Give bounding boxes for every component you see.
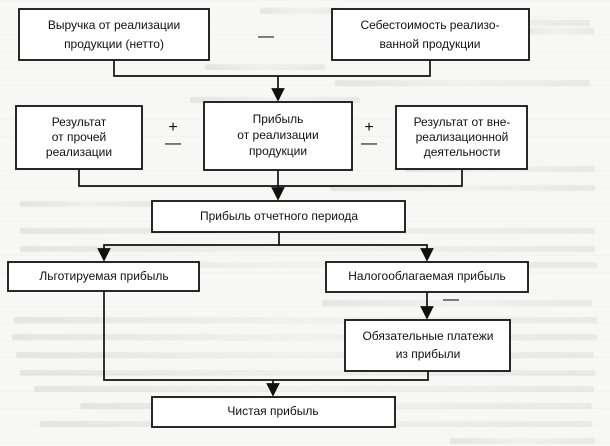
arrow-to-preferential-profit: [97, 232, 280, 262]
left-plus-operator: +: [168, 119, 177, 136]
right-to-net-profit-line: [273, 371, 429, 381]
non-sales-line-2: реализационной: [416, 130, 509, 144]
sales-profit-line-2: от реализации: [237, 128, 318, 142]
revenue-box: Выручка от реализации продукции (нетто): [18, 8, 210, 61]
sales-profit-line-1: Прибыль: [253, 112, 304, 126]
top-minus-operator: —: [258, 28, 274, 45]
revenue-line-2: продукции (нетто): [64, 37, 164, 51]
other-sales-box: Результат от прочей реализации: [15, 105, 143, 170]
other-sales-line-2: от прочей: [52, 130, 106, 144]
mandatory-payments-box: Обязательные платежи из прибыли: [344, 319, 511, 372]
arrow-to-taxable-profit: [279, 244, 434, 262]
cost-line-2: ванной продукции: [380, 37, 481, 51]
left-to-net-profit-line: [103, 291, 273, 381]
preferential-profit-label: Льготируемая прибыль: [39, 269, 168, 283]
non-sales-box: Результат от вне- реализационной деятель…: [395, 105, 528, 170]
other-sales-line-1: Результат: [52, 115, 107, 129]
middle-bridge-line: [78, 169, 463, 187]
preferential-profit-box: Льготируемая прибыль: [7, 261, 200, 292]
sales-profit-box: Прибыль от реализации продукции: [203, 101, 353, 171]
other-sales-line-3: реализации: [46, 145, 112, 159]
net-profit-box: Чистая прибыль: [151, 396, 396, 428]
net-profit-label: Чистая прибыль: [227, 404, 318, 418]
right-minus-operator: —: [361, 135, 377, 152]
right-plus-operator: +: [364, 119, 373, 136]
sales-profit-line-3: продукции: [249, 144, 307, 158]
revenue-line-1: Выручка от реализации: [48, 18, 180, 32]
mandatory-payments-line-2: из прибыли: [396, 347, 461, 361]
cost-box: Себестоимость реализо- ванной продукции: [331, 8, 530, 61]
non-sales-line-1: Результат от вне-: [414, 115, 511, 129]
cost-line-1: Себестоимость реализо-: [360, 18, 499, 32]
period-profit-label: Прибыль отчетного периода: [200, 209, 358, 223]
payments-minus-operator: —: [443, 291, 459, 308]
period-profit-box: Прибыль отчетного периода: [151, 200, 406, 233]
taxable-profit-box: Налогооблагаемая прибыль: [325, 261, 529, 293]
top-bridge-line: [113, 60, 431, 77]
left-minus-operator: —: [165, 135, 181, 152]
non-sales-line-3: деятельности: [424, 145, 501, 159]
mandatory-payments-line-1: Обязательные платежи: [362, 329, 493, 343]
taxable-profit-label: Налогооблагаемая прибыль: [348, 269, 505, 283]
